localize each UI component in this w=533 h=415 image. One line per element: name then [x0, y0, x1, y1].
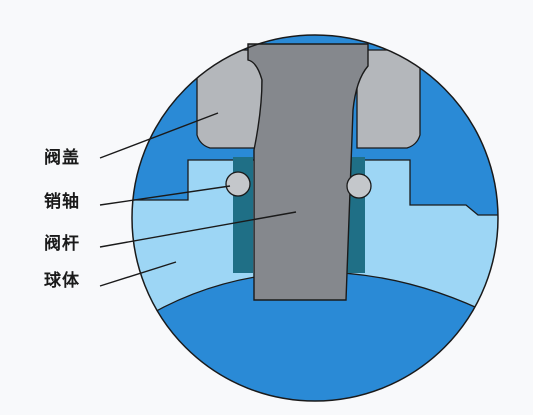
label-pin-shaft: 销轴 — [44, 192, 80, 212]
label-bonnet: 阀盖 — [44, 148, 80, 168]
leader-line-bonnet — [99, 112, 219, 159]
leader-line-ball — [99, 261, 177, 287]
pin-shaft-left — [225, 171, 251, 197]
leader-line-stem — [99, 211, 297, 248]
bonnet-left — [196, 49, 263, 149]
ball-outline — [131, 34, 499, 402]
label-ball: 球体 — [44, 271, 80, 291]
leader-line-pin-shaft — [99, 185, 231, 206]
label-stem: 阀杆 — [44, 234, 80, 254]
pin-shaft-right — [346, 173, 372, 199]
valve-stem — [247, 43, 369, 301]
